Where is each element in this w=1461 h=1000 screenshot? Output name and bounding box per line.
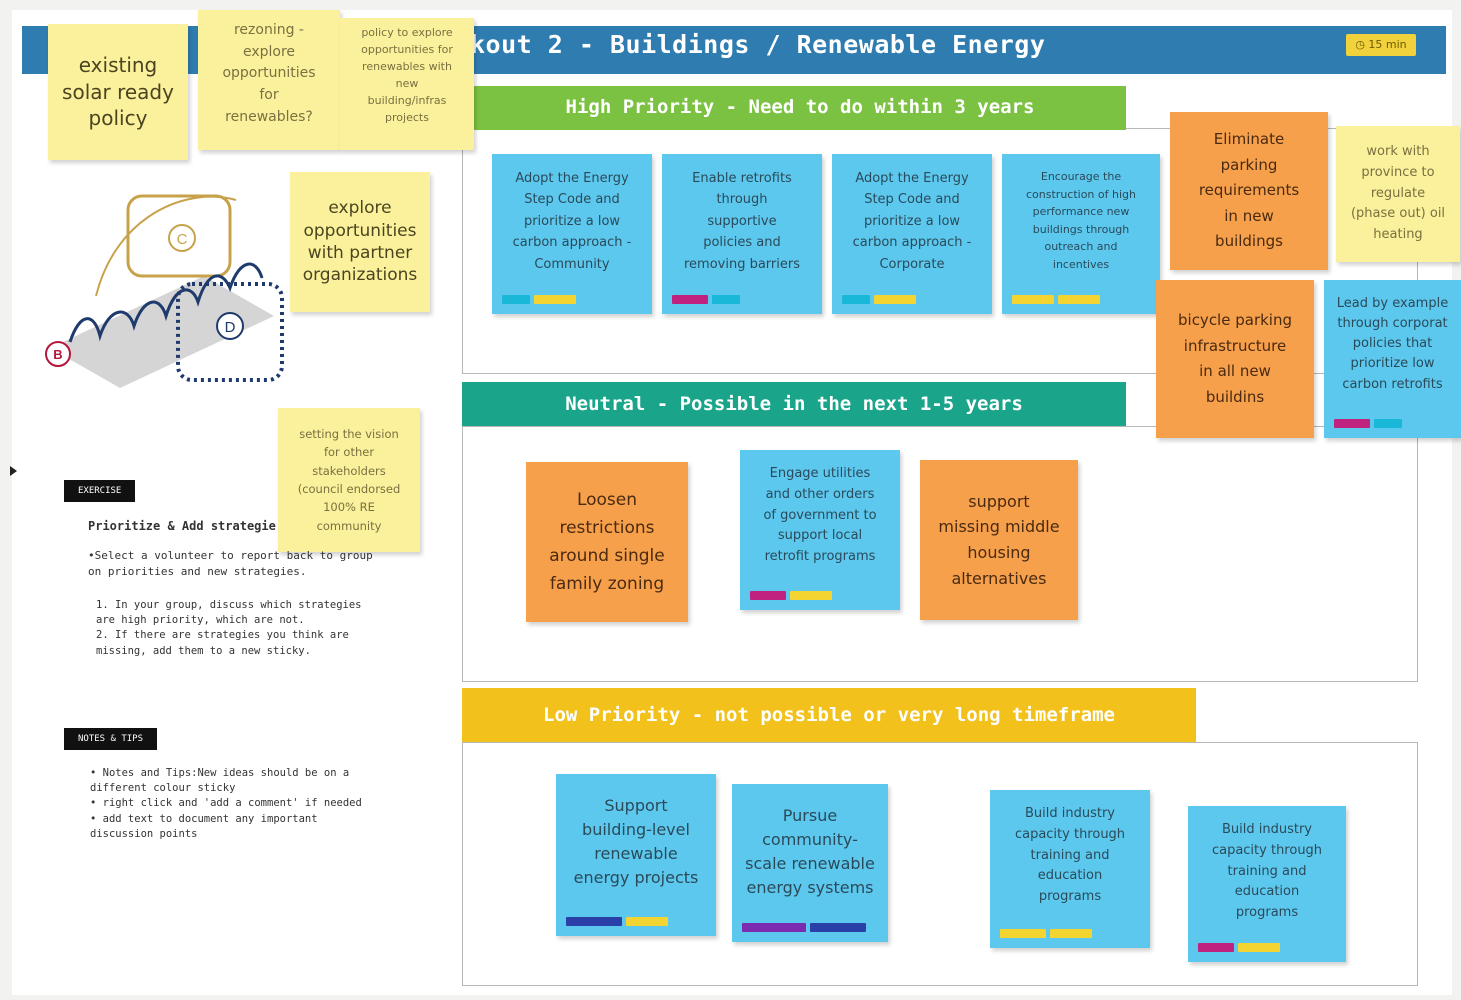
tag-policy: [712, 295, 740, 304]
sticky-utilities[interactable]: Engage utilities and other orders of gov…: [740, 450, 900, 610]
sticky-text: Build industry capacity through training…: [1211, 822, 1323, 921]
tag-renewables: [810, 923, 866, 932]
tag-row: [672, 295, 740, 304]
tag-education: [1000, 929, 1046, 938]
neutral-frame: [462, 426, 1418, 682]
sticky-text: support missing middle housing alternati…: [938, 491, 1060, 588]
tag-education: [534, 295, 576, 304]
sticky-partner-orgs[interactable]: explore opportunities with partner organ…: [290, 172, 430, 312]
tag-funding: [672, 295, 708, 304]
tag-funding: [750, 591, 786, 600]
diagram-label-c: C: [177, 231, 188, 248]
sticky-retrofits[interactable]: Enable retrofits through supportive poli…: [662, 154, 822, 314]
tag-education: [874, 295, 916, 304]
expand-arrow-icon[interactable]: [10, 466, 17, 476]
sticky-policy-explore[interactable]: policy to explore opportunities for rene…: [340, 18, 474, 150]
sticky-text: rezoning - explore opportunities for ren…: [222, 22, 316, 125]
tag-row: [742, 923, 866, 932]
high-priority-label: High Priority - Need to do within 3 year…: [565, 96, 1035, 118]
low-priority-frame: [462, 742, 1418, 986]
tag-row: [1334, 419, 1402, 428]
sticky-step-code-community[interactable]: Adopt the Energy Step Code and prioritiz…: [492, 154, 652, 314]
sticky-text: Adopt the Energy Step Code and prioritiz…: [512, 171, 632, 272]
sticky-text: Support building-level renewable energy …: [573, 796, 699, 887]
sticky-text: Pursue community- scale renewable energy…: [745, 806, 875, 897]
timer-badge[interactable]: ◷ 15 min: [1346, 34, 1416, 56]
diagram-ground: [50, 276, 274, 388]
board-title: kout 2 - Buildings / Renewable Energy: [470, 30, 1046, 59]
tag-outreach: [1238, 943, 1280, 952]
sticky-text: Build industry capacity through training…: [1014, 806, 1126, 905]
diagram-arcs: [68, 262, 264, 343]
exercise-heading: Prioritize & Add strategie: [88, 519, 276, 533]
sticky-text: Eliminate parking requirements in new bu…: [1198, 130, 1300, 251]
neutral-band: Neutral - Possible in the next 1-5 years: [462, 382, 1126, 426]
neutral-label: Neutral - Possible in the next 1-5 years: [565, 393, 1023, 415]
sticky-text: Loosen restrictions around single family…: [549, 489, 665, 595]
sticky-high-performance[interactable]: Encourage the construction of high perfo…: [1002, 154, 1160, 314]
exercise-select-volunteer: •Select a volunteer to report back to gr…: [88, 549, 373, 578]
sticky-vision[interactable]: setting the vision for other stakeholder…: [278, 408, 420, 552]
sticky-text: explore opportunities with partner organ…: [302, 198, 418, 286]
timer-label: 15 min: [1368, 38, 1407, 51]
tag-row: [566, 917, 668, 926]
sticky-step-code-corporate[interactable]: Adopt the Energy Step Code and prioritiz…: [832, 154, 992, 314]
diagram-marker-d: [216, 312, 244, 340]
exercise-steps: 1. In your group, discuss which strategi…: [96, 599, 362, 657]
tag-outreach: [790, 591, 832, 600]
diagram-marker-c: [168, 224, 196, 252]
tag-policy: [502, 295, 530, 304]
sticky-text: policy to explore opportunities for rene…: [361, 26, 453, 125]
sticky-text: Engage utilities and other orders of gov…: [763, 466, 877, 565]
notes-tips-list: • Notes and Tips:New ideas should be on …: [90, 767, 362, 840]
tag-policy: [842, 295, 870, 304]
tag-infrastructure: [742, 923, 806, 932]
exercise-label: EXERCISE: [64, 480, 136, 502]
sticky-bicycle[interactable]: bicycle parking infrastructure in all ne…: [1156, 280, 1314, 438]
tag-outreach: [1058, 295, 1100, 304]
tag-row: [1012, 295, 1100, 304]
low-priority-band: Low Priority - not possible or very long…: [462, 688, 1196, 742]
sticky-text: Encourage the construction of high perfo…: [1026, 170, 1136, 271]
high-priority-band: High Priority - Need to do within 3 year…: [474, 86, 1126, 130]
sticky-missing-middle[interactable]: support missing middle housing alternati…: [920, 460, 1078, 620]
diagram-flow-arrow: [95, 195, 237, 297]
tag-outreach: [1050, 929, 1092, 938]
sticky-text: work with province to regulate (phase ou…: [1350, 144, 1446, 243]
sticky-industry-capacity-2[interactable]: Build industry capacity through training…: [1188, 806, 1346, 962]
tag-funding: [1334, 419, 1370, 428]
notes-tips-label: NOTES & TIPS: [64, 728, 158, 750]
sticky-lead-example[interactable]: Lead by example through corporat policie…: [1324, 280, 1461, 438]
tag-row: [502, 295, 576, 304]
tag-row: [750, 591, 832, 600]
sticky-oil-heating[interactable]: work with province to regulate (phase ou…: [1336, 126, 1460, 262]
low-priority-label: Low Priority - not possible or very long…: [543, 704, 1115, 726]
sticky-text: existing solar ready policy: [62, 53, 174, 131]
sticky-rezoning[interactable]: rezoning - explore opportunities for ren…: [198, 10, 340, 150]
tag-policy: [1374, 419, 1402, 428]
diagram-label-d: D: [225, 319, 236, 336]
sticky-industry-capacity-1[interactable]: Build industry capacity through training…: [990, 790, 1150, 948]
tag-education: [1012, 295, 1054, 304]
sticky-text: bicycle parking infrastructure in all ne…: [1178, 311, 1292, 406]
solar-diagram: B C D: [45, 194, 284, 388]
tag-funding: [1198, 943, 1234, 952]
tag-row: [842, 295, 916, 304]
sticky-community-scale[interactable]: Pursue community- scale renewable energy…: [732, 784, 888, 942]
tag-row: [1198, 943, 1280, 952]
sticky-text: Adopt the Energy Step Code and prioritiz…: [852, 171, 972, 272]
sticky-text: Enable retrofits through supportive poli…: [683, 171, 800, 272]
sticky-single-family[interactable]: Loosen restrictions around single family…: [526, 462, 688, 622]
tag-row: [1000, 929, 1092, 938]
tag-outreach: [626, 917, 668, 926]
sticky-text: Lead by example through corporat policie…: [1336, 296, 1449, 392]
sticky-text: setting the vision for other stakeholder…: [297, 426, 401, 533]
diagram-label-b: B: [53, 347, 62, 362]
sticky-existing-solar[interactable]: existing solar ready policy: [48, 24, 188, 160]
sticky-building-level[interactable]: Support building-level renewable energy …: [556, 774, 716, 936]
tag-renewables: [566, 917, 622, 926]
sticky-parking[interactable]: Eliminate parking requirements in new bu…: [1170, 112, 1328, 270]
diagram-marker-b: [45, 341, 71, 367]
